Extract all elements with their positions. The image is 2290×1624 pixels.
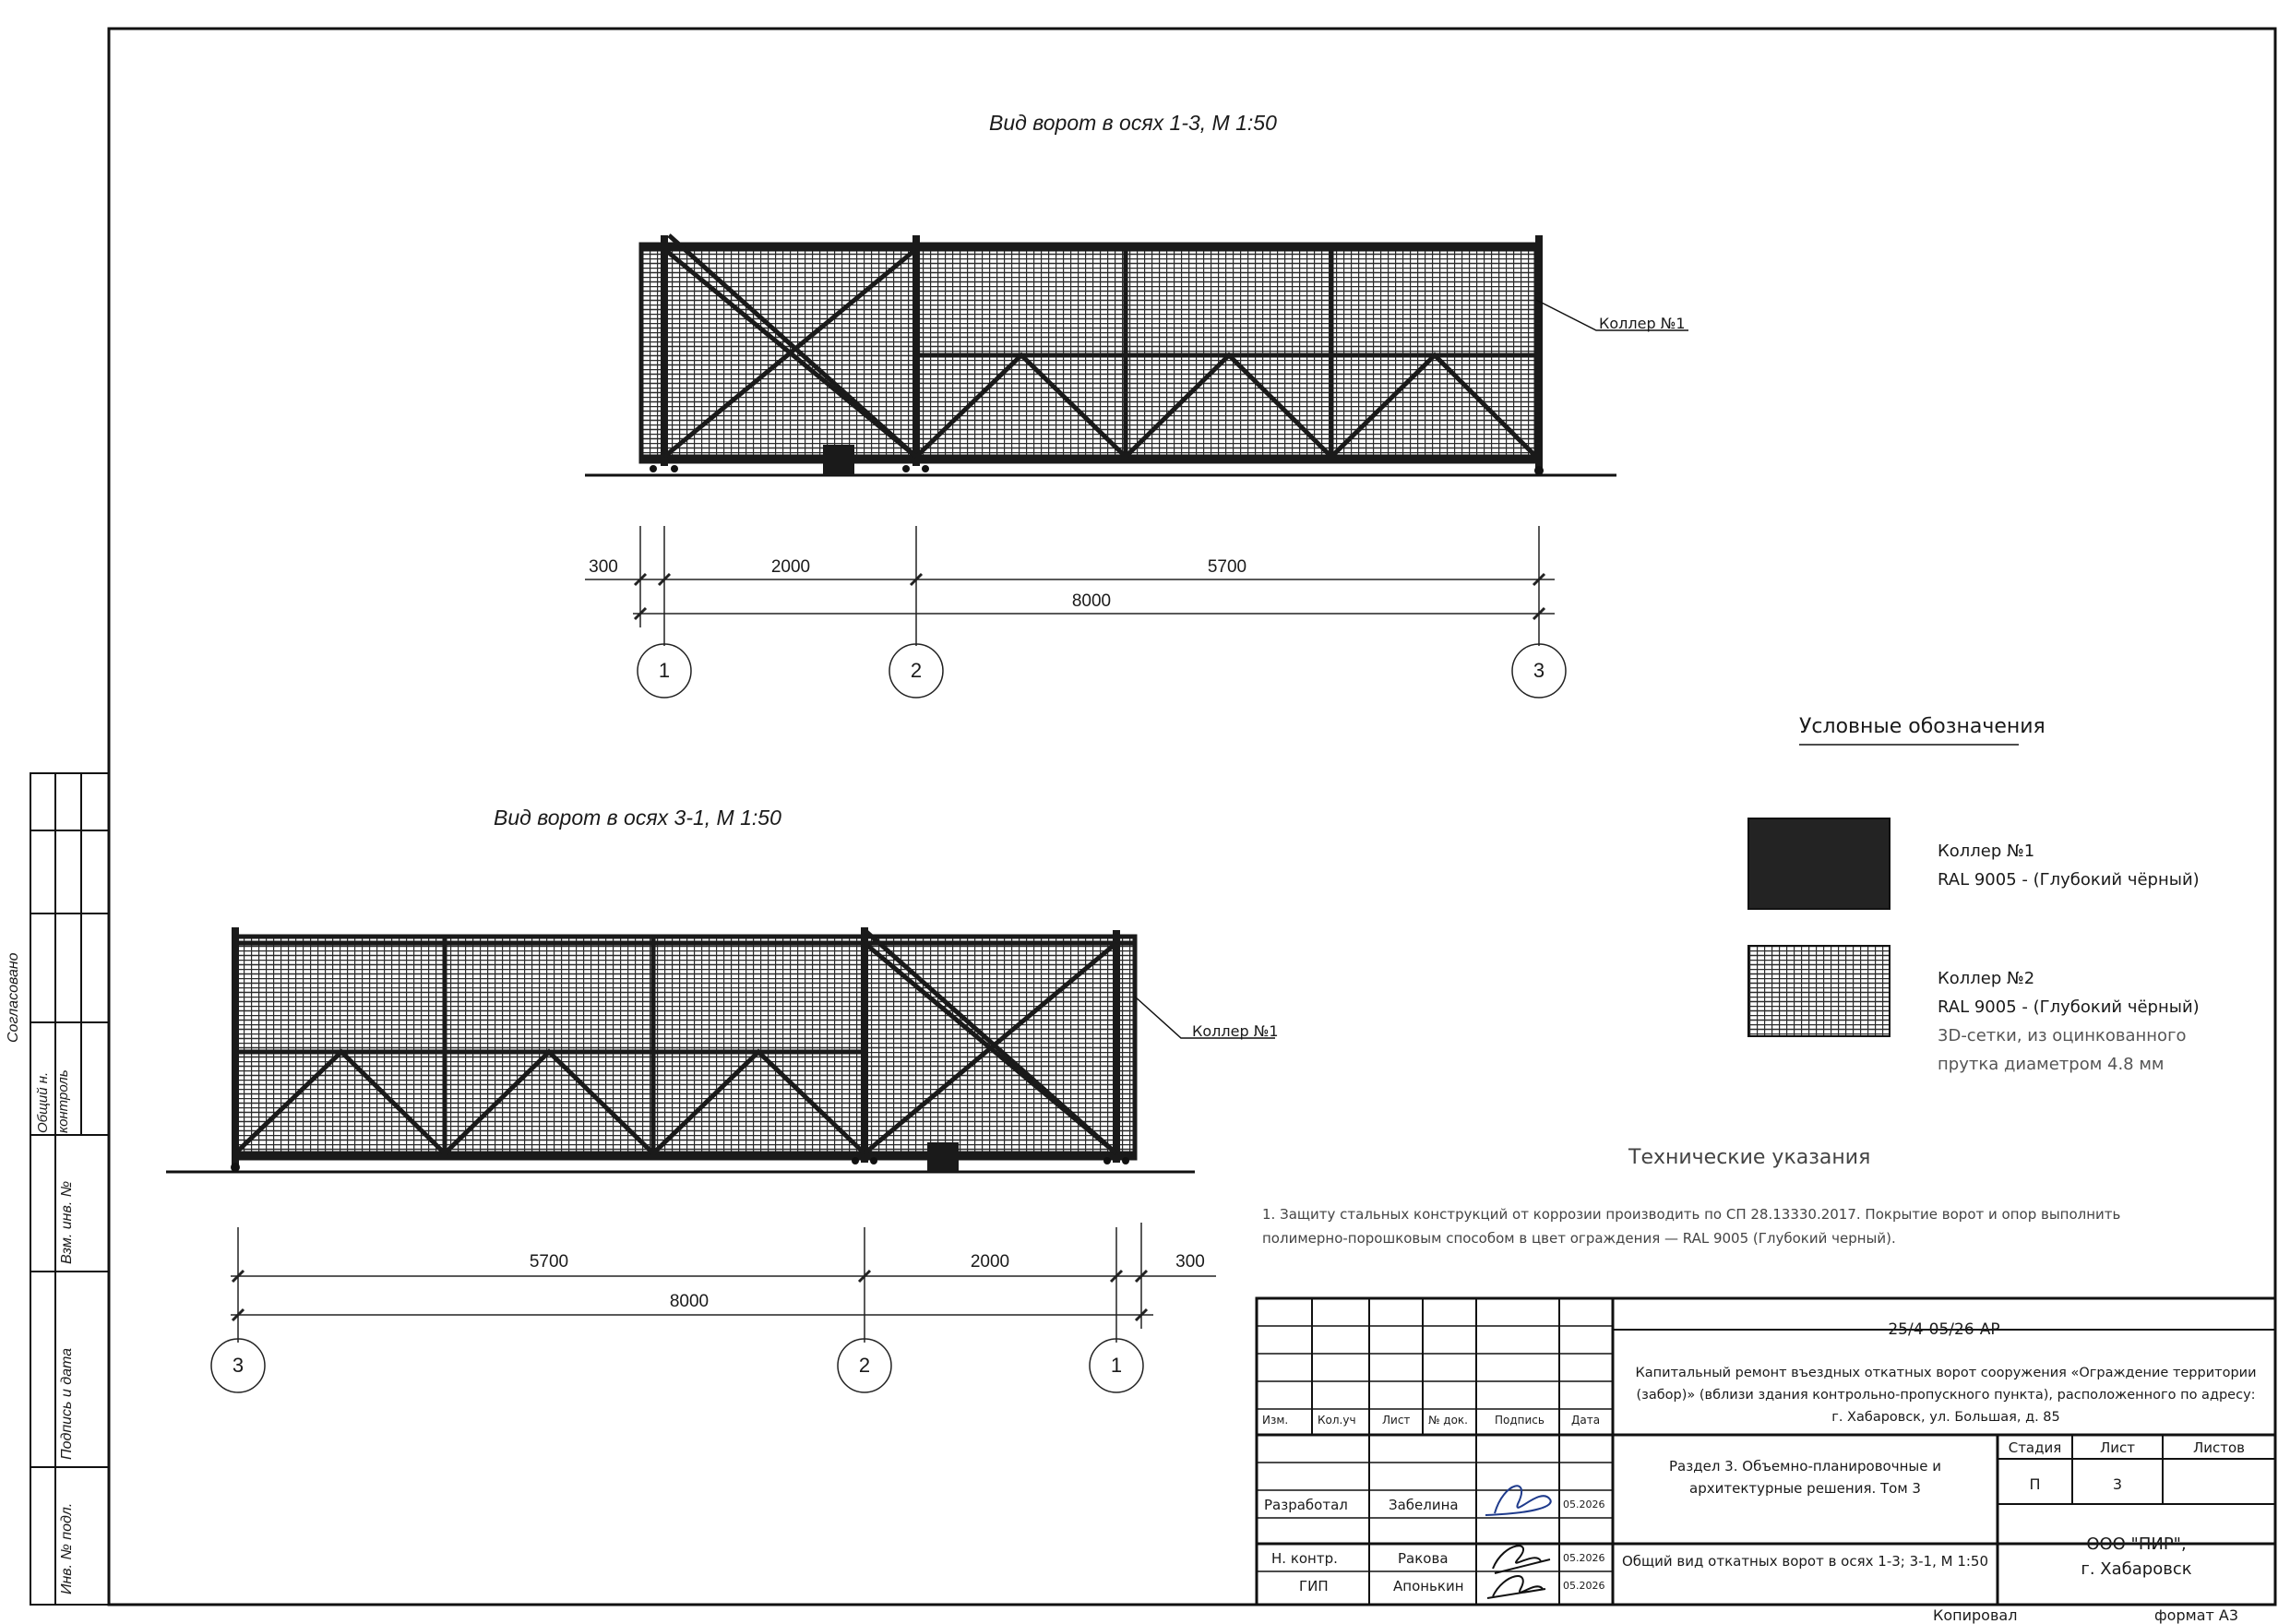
gate-elevation-2 (166, 927, 1275, 1174)
stamp-r3-date: 05.2026 (1563, 1580, 1605, 1592)
dimension-lines-2 (210, 1223, 1216, 1393)
view1-axis-2: 2 (910, 659, 923, 682)
view2-dim-300: 300 (1175, 1252, 1205, 1272)
side-inv: Инв. № подл. (59, 1502, 75, 1594)
legend-swatches (1747, 744, 2019, 1037)
gate-frame (638, 233, 1543, 471)
stamp-r1-role: Разработал (1264, 1497, 1348, 1513)
legend-item1-line2: RAL 9005 - (Глубокий чёрный) (1938, 870, 2200, 890)
stamp-r2-role: Н. контр. (1271, 1550, 1338, 1567)
footer-kopiroval: Копировал (1933, 1606, 2018, 1624)
view1-axis-3: 3 (1533, 659, 1545, 682)
view1-callout: Коллер №1 (1599, 315, 1686, 332)
stamp-code: 25/4-05/26-АР (1888, 1320, 2000, 1339)
side-vzam: Взм. инв. № (59, 1180, 75, 1264)
legend-title: Условные обозначения (1799, 715, 2045, 738)
view1-dim-5700: 5700 (1207, 557, 1247, 577)
stamp-r1-name: Забелина (1389, 1497, 1459, 1513)
stamp-r3-role: ГИП (1299, 1578, 1329, 1594)
stamp-sheet: 3 (2112, 1475, 2123, 1493)
stamp-company: ООО "ПИР",г. Хабаровск (2081, 1534, 2192, 1579)
view2-title: Вид ворот в осях 3-1, М 1:50 (494, 806, 781, 830)
view2-dim-5700: 5700 (529, 1252, 569, 1272)
view1-dim-2000: 2000 (770, 557, 811, 577)
col-list: Лист (1382, 1414, 1411, 1427)
stamp-sheet-title: Общий вид откатных ворот в осях 1-3; 3-1… (1621, 1553, 1989, 1570)
legend-item2-line3: 3D-сетки, из оцинкованного (1938, 1026, 2187, 1045)
stamp-project: Капитальный ремонт въездных откатных вор… (1635, 1366, 2257, 1425)
callout-leader (1134, 996, 1275, 1039)
stamp-r2-name: Ракова (1398, 1550, 1449, 1567)
view1-dim-total: 8000 (1071, 591, 1112, 611)
col-data: Дата (1571, 1414, 1601, 1427)
legend-item1-line1: Коллер №1 (1938, 842, 2035, 861)
col-koluch: Кол.уч (1318, 1414, 1356, 1427)
view2-axis-2: 2 (858, 1354, 871, 1377)
footer-format: формат А3 (2154, 1606, 2239, 1624)
stamp-r3-name: Апонькин (1393, 1578, 1464, 1594)
stamp-stage: П (2029, 1475, 2041, 1493)
signature-marks (1485, 1485, 1552, 1516)
view2-axis-1: 1 (1110, 1354, 1123, 1377)
side-soglasovano: Согласовано (6, 952, 21, 1043)
view1-dim-300: 300 (589, 557, 618, 577)
col-izm: Изм. (1262, 1414, 1289, 1427)
gate-frame (232, 927, 1138, 1167)
stamp-r1-date: 05.2026 (1563, 1499, 1605, 1511)
notes-title: Технические указания (1628, 1146, 1871, 1169)
side-stamp (30, 772, 110, 1606)
view2-axis-3: 3 (232, 1354, 245, 1377)
stamp-r2-date: 05.2026 (1563, 1552, 1605, 1564)
col-podpis: Подпись (1495, 1414, 1545, 1427)
side-obsh1: Общий н. (35, 1071, 51, 1133)
stamp-hdr-sheets: Листов (2192, 1439, 2246, 1456)
view2-dim-2000: 2000 (970, 1252, 1010, 1272)
notes-line1: 1. Защиту стальных конструкций от корроз… (1262, 1206, 2121, 1223)
side-podpis: Подпись и дата (59, 1347, 75, 1460)
view2-callout: Коллер №1 (1192, 1022, 1279, 1040)
side-obsh2: контроль (55, 1069, 71, 1133)
dimension-lines-1 (585, 526, 1567, 699)
stamp-hdr-stage: Стадия (2008, 1439, 2062, 1456)
callout-leader (1535, 299, 1688, 331)
view2-dim-total: 8000 (669, 1292, 710, 1311)
title-block (1255, 1296, 2277, 1606)
legend-item2-line2: RAL 9005 - (Глубокий чёрный) (1938, 997, 2200, 1017)
legend-item2-line4: прутка диаметром 4.8 мм (1938, 1055, 2165, 1074)
view1-title: Вид ворот в осях 1-3, М 1:50 (989, 111, 1277, 135)
gate-elevation-1 (585, 233, 1688, 477)
col-ndok: № док. (1428, 1414, 1468, 1427)
legend-swatch-mesh (1747, 945, 1890, 1037)
view1-axis-1: 1 (658, 659, 671, 682)
legend-swatch-solid (1747, 818, 1890, 910)
notes-line2: полимерно-порошковым способом в цвет огр… (1262, 1230, 1896, 1247)
legend-item2-line1: Коллер №2 (1938, 969, 2035, 988)
stamp-hdr-sheet: Лист (2099, 1439, 2135, 1456)
